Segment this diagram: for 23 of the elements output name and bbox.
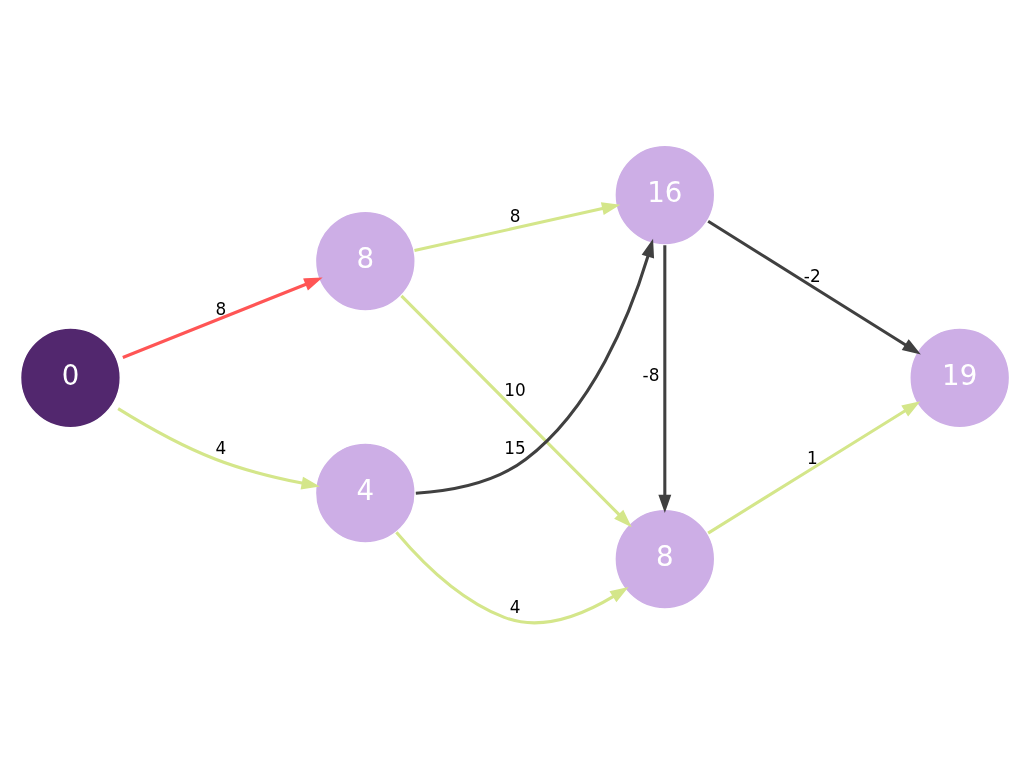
arrow (658, 245, 672, 514)
arrow (117, 407, 320, 490)
arrow (707, 219, 921, 355)
edge-label: 4 (215, 438, 227, 459)
node-circle: 4 (314, 442, 416, 544)
edge-label: 8 (215, 298, 227, 319)
arrow (122, 277, 323, 359)
arrow (415, 238, 655, 495)
edge-label: -8 (642, 365, 660, 386)
edge-label: 1 (806, 447, 818, 468)
arrow (707, 401, 921, 535)
node-circle: 16 (614, 144, 716, 246)
edge-label: 8 (509, 206, 521, 227)
arrow (400, 294, 632, 528)
arrow (395, 531, 629, 625)
node-circle: 19 (909, 327, 1011, 429)
edge-label: 4 (509, 596, 521, 617)
arrow (414, 202, 621, 252)
edge-label: 15 (504, 438, 526, 459)
node-circle: 8 (314, 210, 416, 312)
edge-label: -2 (803, 266, 821, 287)
edge-label: 10 (504, 379, 526, 400)
node-circle: 0 (19, 327, 122, 429)
